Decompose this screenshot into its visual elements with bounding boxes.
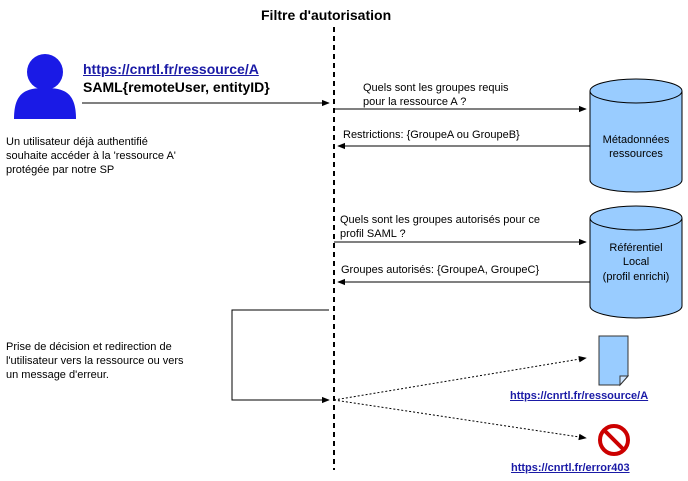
resource-a-link[interactable]: https://cnrtl.fr/ressource/A — [83, 61, 259, 77]
database-local-label: Référentiel Local (profil enrichi) — [602, 242, 670, 283]
document-icon — [598, 335, 630, 387]
decision-description: Prise de décision et redirection de l'ut… — [6, 341, 184, 381]
resource-a-result-link[interactable]: https://cnrtl.fr/ressource/A — [510, 390, 649, 402]
forbidden-icon — [598, 424, 630, 456]
restrictions-label: Restrictions: {GroupeA ou GroupeB} — [343, 129, 520, 141]
allowed-groups-label: Groupes autorisés: {GroupeA, GroupeC} — [341, 264, 540, 276]
user-actor-icon — [14, 54, 76, 119]
database-metadata-label: Métadonnées ressources — [602, 134, 670, 161]
query-groups-required-label: Quels sont les groupes requis pour la re… — [363, 82, 509, 108]
database-local-icon — [589, 205, 683, 319]
database-metadata-icon — [589, 78, 683, 193]
decision-bracket — [231, 309, 330, 404]
user-description: Un utilisateur déjà authentifié souhaite… — [6, 136, 176, 176]
arrow-redirect-resource — [333, 356, 587, 401]
error403-link[interactable]: https://cnrtl.fr/error403 — [511, 462, 630, 474]
arrow-redirect-error — [333, 399, 587, 441]
saml-attributes: SAML{remoteUser, entityID} — [83, 79, 270, 95]
filter-title: Filtre d'autorisation — [261, 7, 392, 23]
query-groups-allowed-label: Quels sont les groupes autorisés pour ce… — [340, 214, 540, 240]
